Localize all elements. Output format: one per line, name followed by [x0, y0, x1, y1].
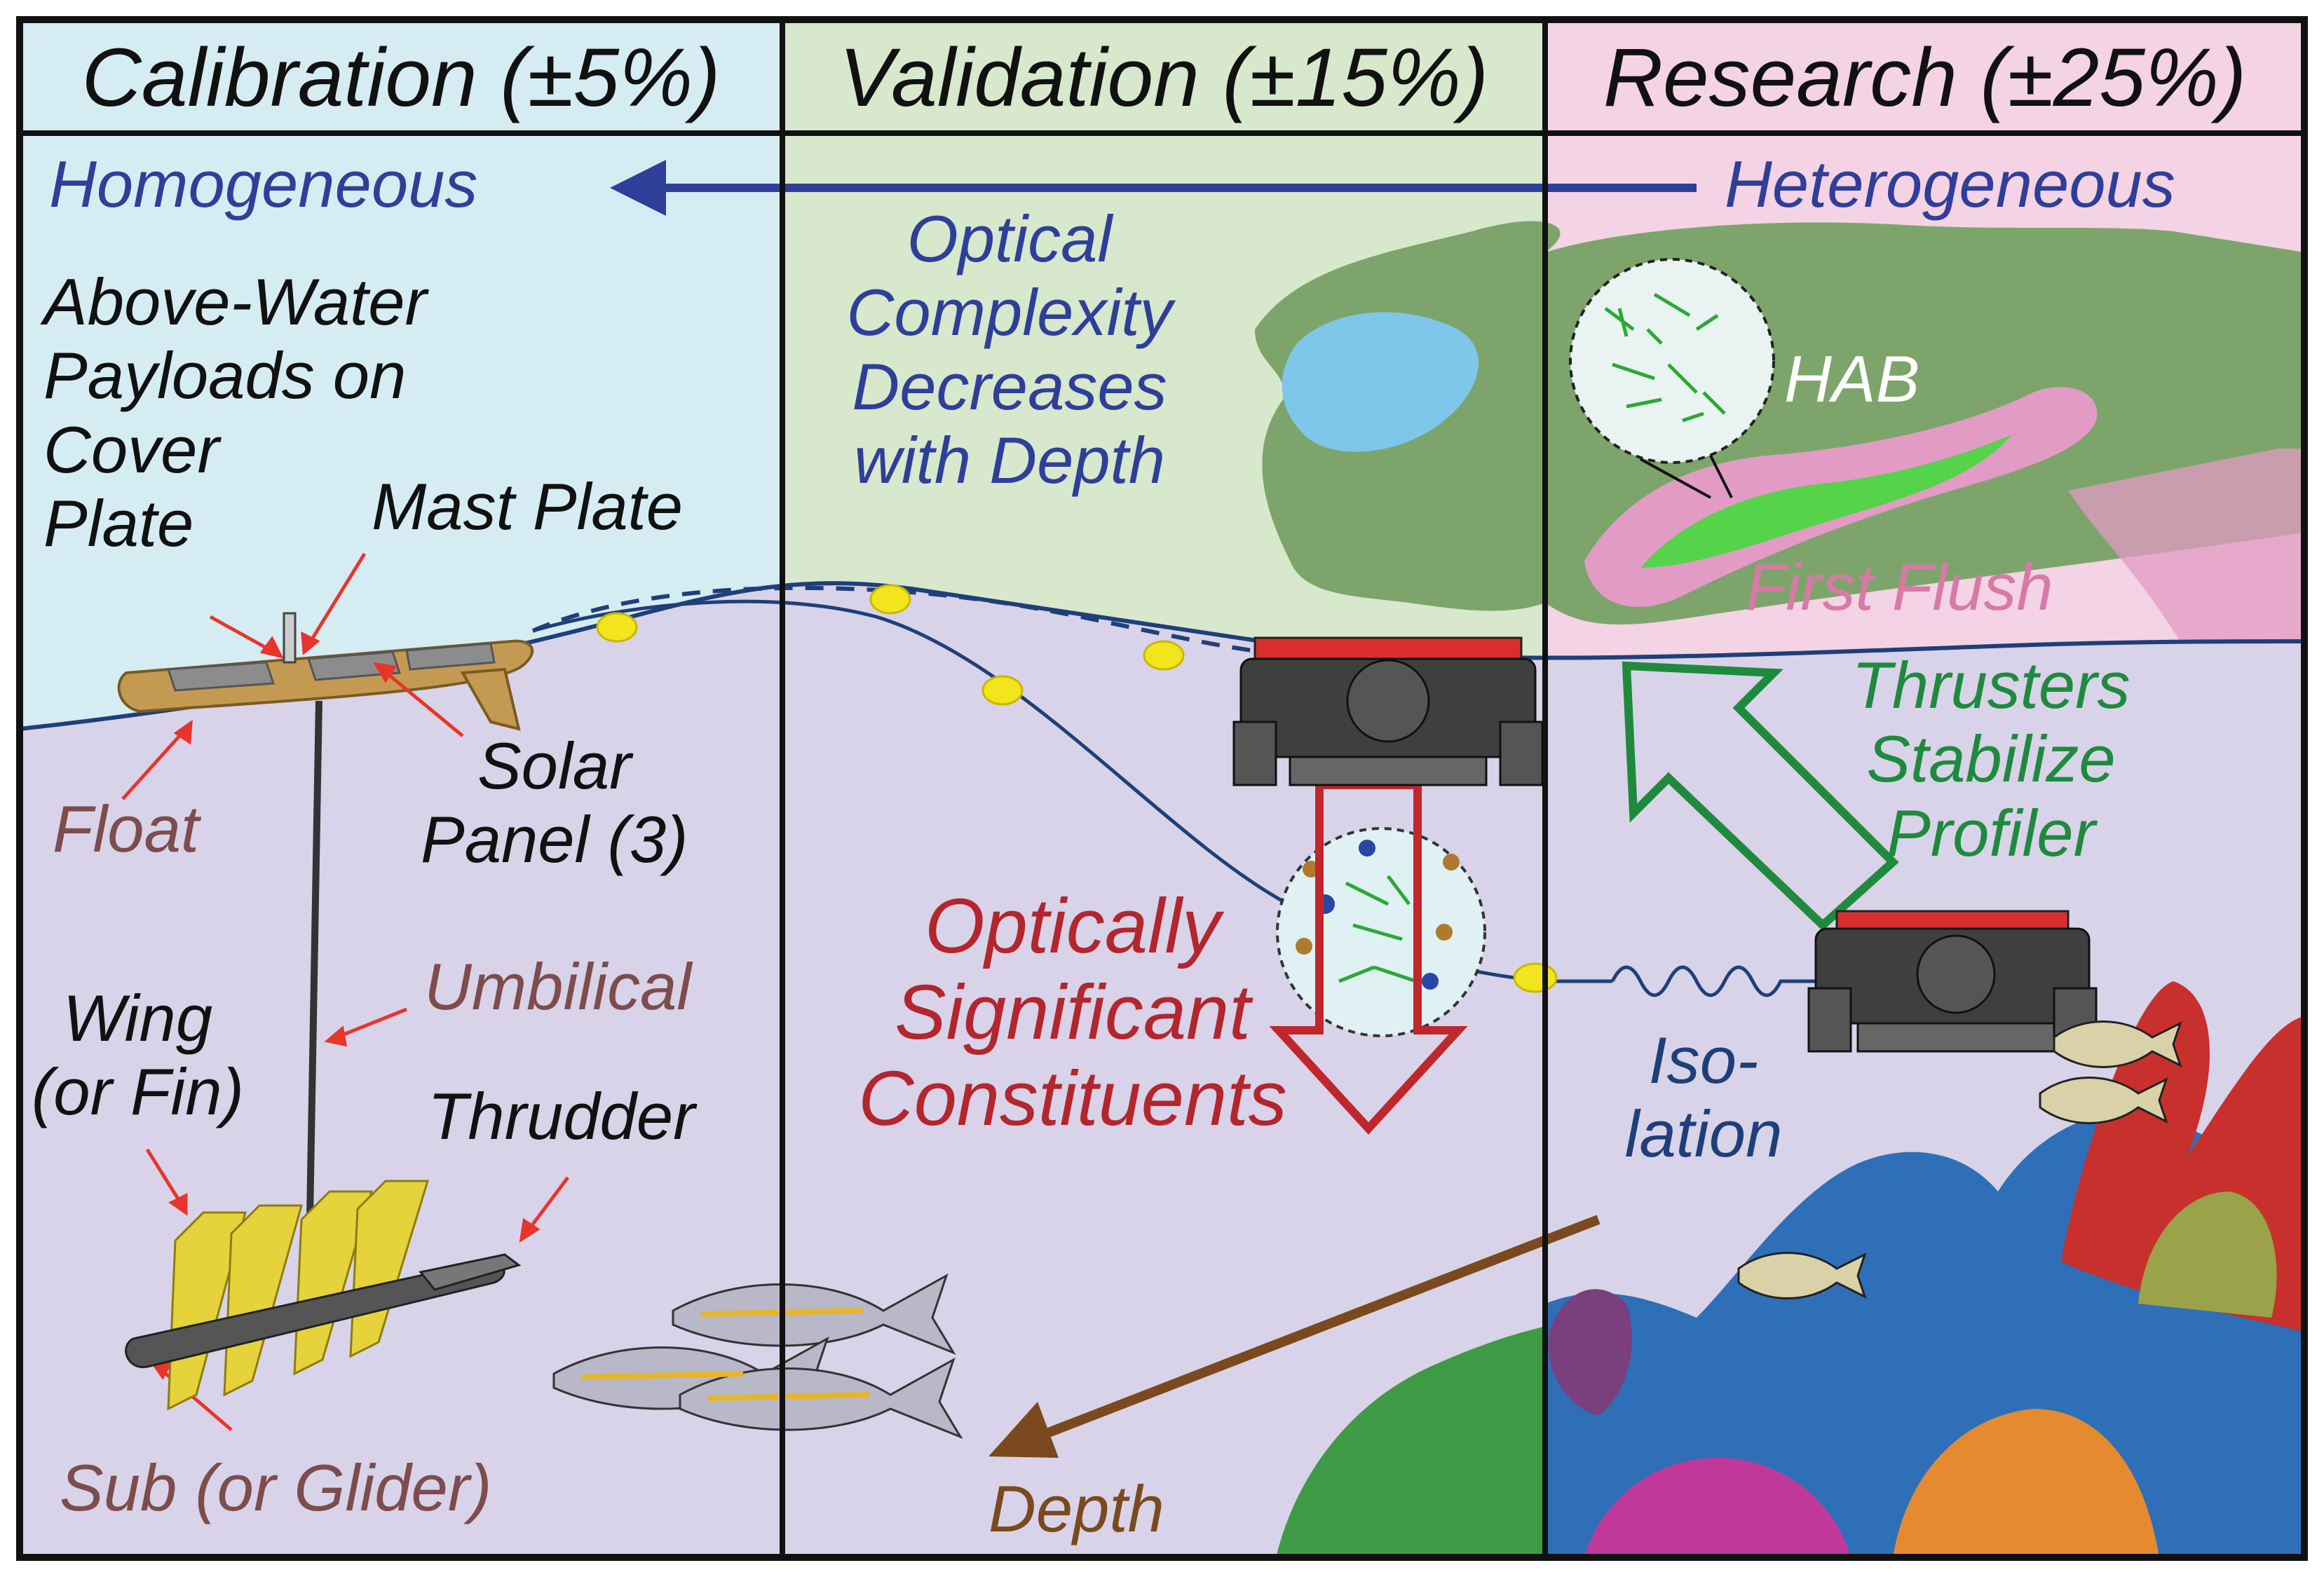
umbilical-cable	[305, 700, 322, 1297]
tether-float	[869, 584, 911, 615]
thrudder-body	[419, 1253, 522, 1291]
tether-float	[596, 612, 638, 643]
gradient-arrow-head	[610, 160, 666, 216]
tether-float	[1143, 640, 1185, 671]
depth-arrow-line	[1035, 1215, 1601, 1442]
thrudder-label: Thrudder	[428, 1079, 695, 1153]
optically-significant-label: Optically Significant Constituents	[858, 883, 1287, 1142]
glider-float	[117, 612, 534, 731]
tether-float	[981, 675, 1024, 706]
tether-dashed	[531, 585, 1263, 654]
depth-arrow-head	[988, 1402, 1059, 1458]
rov-profiler-top	[1232, 636, 1544, 786]
hab-callout-line	[1709, 455, 1733, 498]
constituent-algae	[1338, 875, 1417, 983]
reef-fish	[1737, 1020, 2182, 1299]
hab-bloom-band	[1640, 435, 2012, 568]
pointer-arrows	[121, 552, 569, 1431]
thrusters-arrow	[1622, 661, 1899, 931]
float-keel	[460, 667, 521, 731]
mast	[283, 612, 297, 664]
heterogeneous-label: Heterogeneous	[1725, 147, 2175, 221]
thrusters-stabilize-label: Thrusters Stabilize Profiler	[1851, 648, 2131, 870]
depth-label: Depth	[988, 1472, 1164, 1545]
isolation-coil	[1610, 965, 1823, 997]
homogeneous-label: Homogeneous	[49, 147, 478, 221]
hab-label: HAB	[1784, 342, 1920, 416]
isolation-label: Iso- lation	[1624, 1023, 1783, 1171]
research-title: Research (±25%)	[1603, 32, 2247, 124]
solar-panel	[306, 650, 402, 681]
lake-water	[1282, 312, 1479, 452]
solar-panel	[166, 661, 276, 692]
hab-algae	[1604, 292, 1726, 423]
sub-glider	[125, 1180, 522, 1411]
coral-reef	[1276, 981, 2304, 1557]
hab-inset-circle	[1569, 258, 1775, 464]
hab-callout-line	[1640, 458, 1711, 499]
wing-label: Wing (or Fin)	[32, 981, 244, 1129]
calibration-title: Calibration (±5%)	[81, 32, 721, 124]
first-flush-label: First Flush	[1746, 550, 2053, 624]
optically-significant-arrow	[1269, 781, 1468, 1135]
validation-title: Validation (±15%)	[838, 32, 1489, 124]
solar-panel-label: Solar Panel (3)	[421, 729, 688, 877]
above-water-payloads-label: Above-Water Payloads on Cover Plate	[43, 265, 427, 560]
float-label: Float	[53, 792, 199, 866]
outer-border	[16, 16, 2308, 1561]
solar-panel	[405, 642, 496, 671]
umbilical-label: Umbilical	[424, 950, 692, 1023]
rov-profiler-bottom	[1807, 910, 2098, 1053]
optical-complexity-label: Optical Complexity Decreases with Depth	[846, 202, 1173, 497]
tether-float	[1513, 962, 1558, 993]
sub-glider-label: Sub (or Glider)	[60, 1451, 492, 1524]
mast-plate-label: Mast Plate	[372, 470, 684, 543]
